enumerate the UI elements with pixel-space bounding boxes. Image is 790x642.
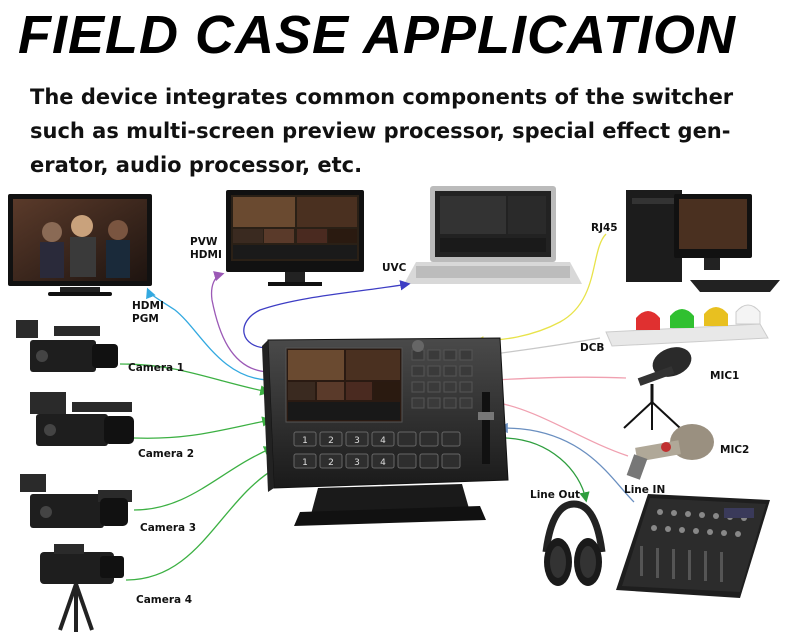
- label-hdmi-pgm-line2: PGM: [132, 313, 159, 325]
- label-camera-1: Camera 1: [128, 362, 185, 374]
- label-pvw-hdmi: PVW HDMI: [190, 236, 222, 262]
- laptop: [404, 186, 582, 284]
- label-uvc: UVC: [382, 262, 407, 274]
- camera-1: [16, 320, 118, 372]
- camera-2: [30, 392, 134, 446]
- label-line-in: Line IN: [624, 484, 666, 496]
- label-hdmi-pgm-line1: HDMI: [132, 300, 164, 312]
- program-monitor: [8, 194, 152, 296]
- switcher-button-2a: 2: [328, 436, 334, 446]
- switcher-button-4a: 4: [380, 436, 386, 446]
- label-mic1: MIC1: [710, 370, 740, 382]
- camera4-line: [125, 466, 279, 581]
- switcher-button-2b: 2: [328, 458, 334, 468]
- headphones: [542, 500, 606, 586]
- label-hdmi-pgm: HDMI PGM: [132, 300, 164, 326]
- uvc-line: [243, 280, 411, 349]
- label-pvw-hdmi-line2: HDMI: [190, 249, 222, 261]
- description: The device integrates common components …: [30, 85, 734, 177]
- label-mic2: MIC2: [720, 444, 750, 456]
- audio-mixer: [616, 494, 770, 598]
- label-camera-3: Camera 3: [140, 522, 197, 534]
- switcher-button-1a: 1: [302, 436, 308, 446]
- switcher-button-3b: 3: [354, 458, 360, 468]
- pvw-hdmi-line: [210, 271, 269, 373]
- camera3-line: [133, 446, 275, 511]
- preview-monitor: [226, 190, 364, 286]
- label-camera-2: Camera 2: [138, 448, 195, 460]
- camera-3: [20, 474, 132, 528]
- tally-lights: [605, 304, 769, 347]
- hdmi-pgm-line: [146, 287, 269, 381]
- label-rj45: RJ45: [591, 222, 618, 234]
- camera2-line: [133, 416, 273, 439]
- label-pvw-hdmi-line1: PVW: [190, 236, 218, 248]
- microphone-2: [626, 424, 714, 480]
- label-line-out: Line Out: [530, 489, 580, 501]
- switcher-button-3a: 3: [354, 436, 360, 446]
- mic2-line: [491, 398, 629, 457]
- page-title: FIELD CASE APPLICATION: [18, 5, 737, 65]
- camera1-line: [119, 363, 271, 396]
- switcher-button-4b: 4: [380, 458, 386, 468]
- line-out-line: [505, 437, 590, 503]
- switcher-button-1b: 1: [302, 458, 308, 468]
- line-in-line: [497, 422, 635, 503]
- label-dcb: DCB: [580, 342, 605, 354]
- connection-lines: [119, 233, 635, 581]
- microphone-1: [623, 347, 692, 430]
- switcher-device: 1 2 3 4 1 2 3 4: [262, 337, 509, 526]
- mic1-line: [491, 374, 627, 385]
- label-camera-4: Camera 4: [136, 594, 193, 606]
- desktop-pc: [626, 190, 780, 292]
- camera-4: [40, 544, 124, 632]
